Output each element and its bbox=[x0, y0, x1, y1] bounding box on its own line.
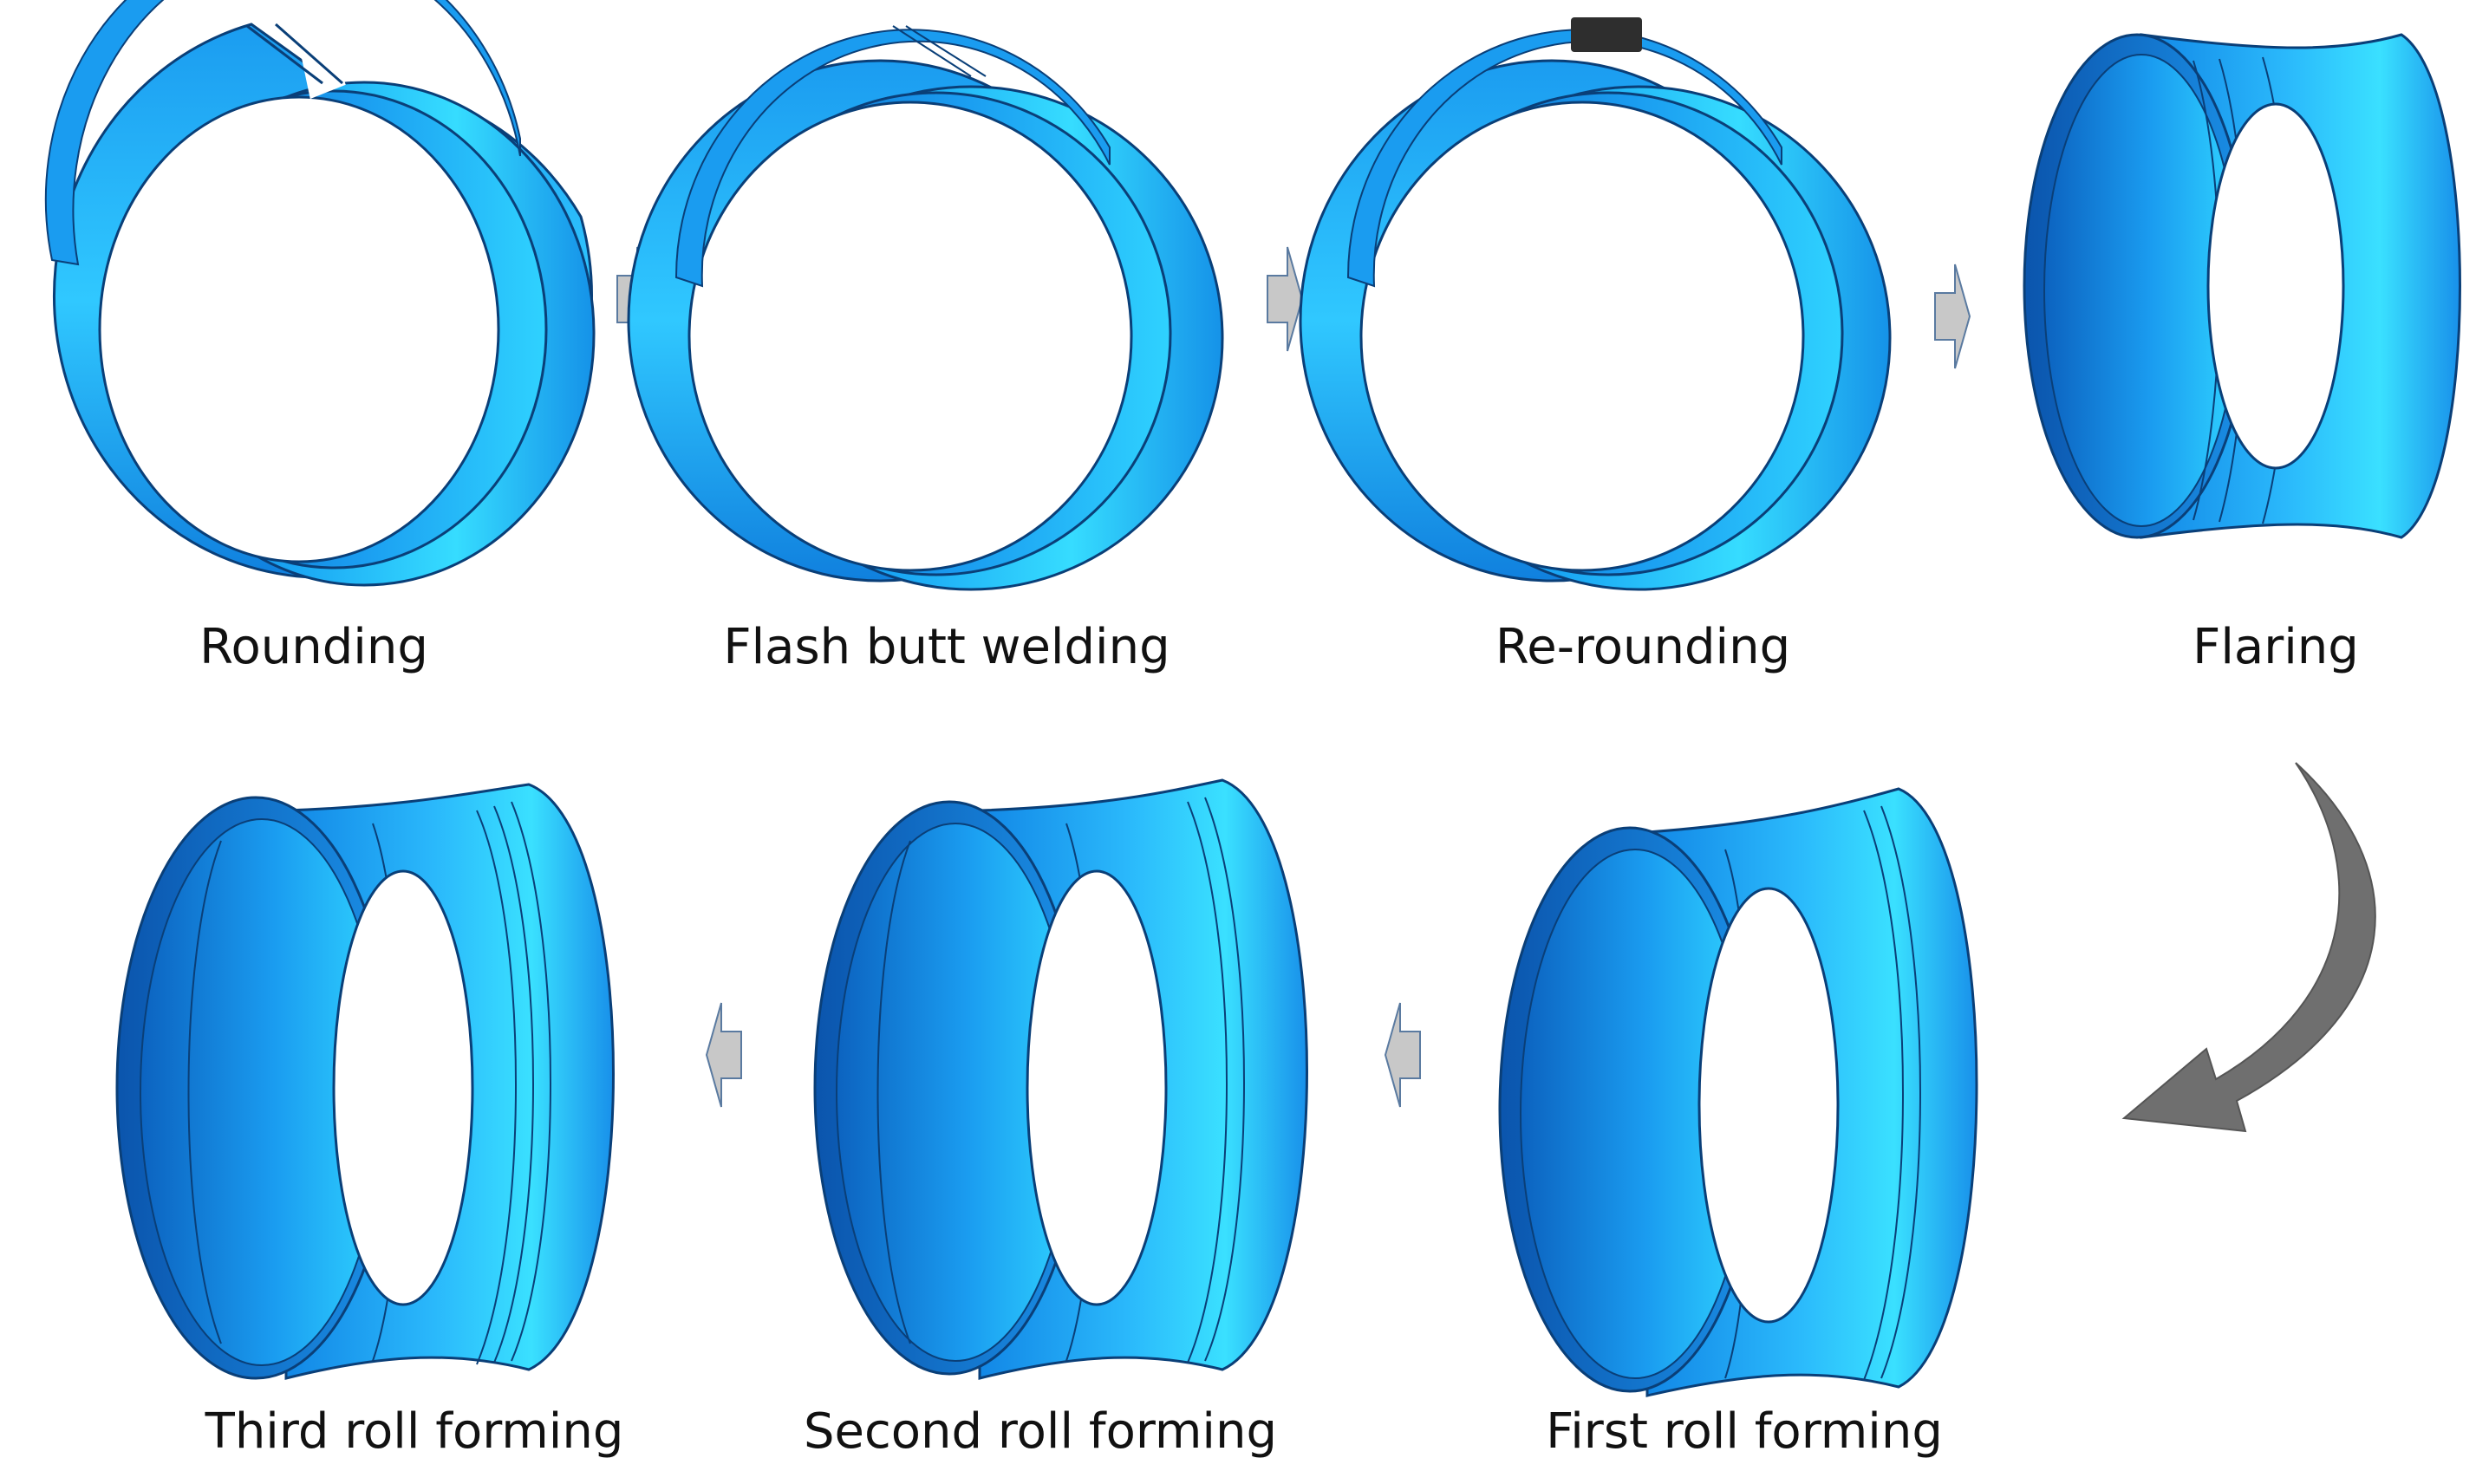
label-flaring: Flaring bbox=[2193, 619, 2359, 675]
rounding-ring bbox=[44, 0, 596, 587]
flow-arrow-4 bbox=[1384, 1002, 1421, 1108]
flash-butt-welding-ring bbox=[627, 25, 1224, 591]
re-rounding-ring bbox=[1299, 17, 1892, 591]
label-first-roll-forming: First roll forming bbox=[1546, 1403, 1943, 1460]
flaring-drum bbox=[2023, 33, 2461, 539]
label-second-roll-forming: Second roll forming bbox=[804, 1403, 1277, 1460]
curved-flow-arrow bbox=[2121, 762, 2376, 1133]
electrode-block bbox=[1571, 17, 1642, 52]
flow-arrow-3 bbox=[1934, 264, 1971, 369]
label-third-roll-forming: Third roll forming bbox=[205, 1403, 624, 1460]
first-roll-forming-wheel bbox=[1498, 787, 1978, 1397]
label-flash-butt-welding: Flash butt welding bbox=[723, 619, 1170, 675]
label-re-rounding: Re-rounding bbox=[1495, 619, 1790, 675]
flow-arrow-5 bbox=[705, 1002, 742, 1108]
label-rounding: Rounding bbox=[199, 619, 428, 675]
second-roll-forming-wheel bbox=[813, 778, 1308, 1380]
third-roll-forming-wheel bbox=[115, 783, 615, 1380]
flow-arrow-2 bbox=[1267, 246, 1304, 352]
